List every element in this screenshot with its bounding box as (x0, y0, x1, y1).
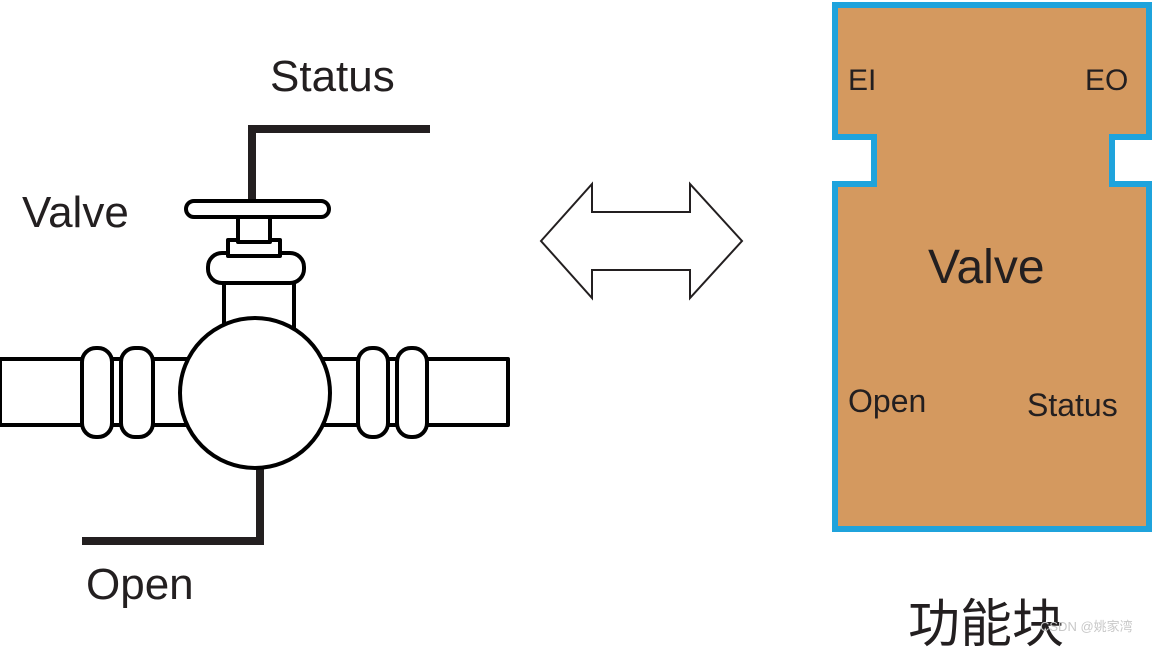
pipe-right (420, 357, 510, 427)
valve-icon (0, 199, 510, 470)
fb-open-label: Open (848, 383, 927, 419)
status-line (248, 125, 430, 238)
diagram-drawing (0, 2, 1152, 545)
fb-eo-label: EO (1085, 64, 1129, 97)
valve-status-label: Status (270, 52, 395, 101)
open-line (82, 468, 264, 545)
pipe-left (0, 357, 94, 427)
function-block-shape (832, 2, 1152, 532)
flange-3 (356, 346, 390, 439)
handwheel (184, 199, 331, 219)
double-arrow-icon (539, 181, 744, 301)
fb-status-label: Status (1027, 387, 1118, 423)
flange-4 (395, 346, 429, 439)
valve-name-label: Valve (22, 188, 129, 237)
watermark: CSDN @姚家湾 (1040, 619, 1133, 634)
valve-open-label: Open (86, 560, 194, 609)
fb-name-label: Valve (928, 241, 1045, 294)
flange-1 (80, 346, 114, 439)
flange-2 (119, 346, 155, 439)
fb-ei-label: EI (848, 64, 877, 97)
valve-body (178, 316, 332, 470)
